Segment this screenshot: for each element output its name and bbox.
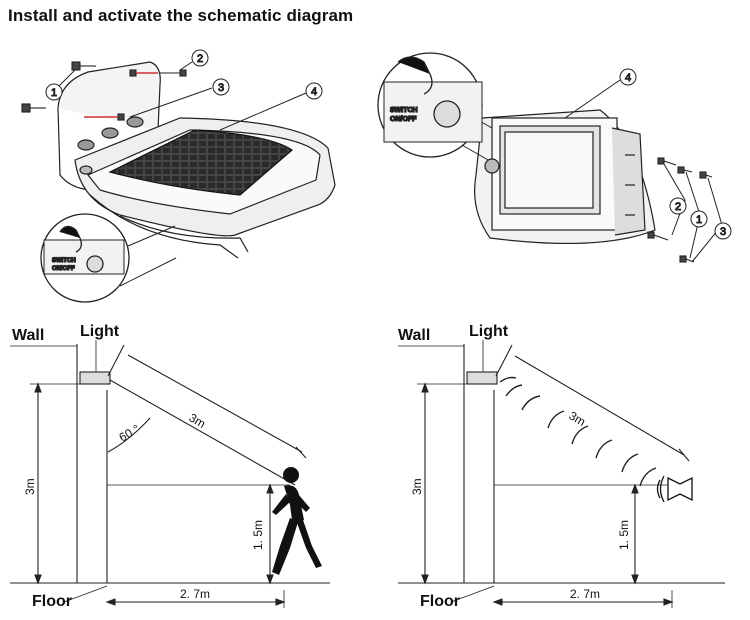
switch-magnifier-left: SWITCH ON/OFF <box>40 213 177 303</box>
mount-diagram-left <box>10 340 330 608</box>
switch-label-right: ON/OFF <box>390 116 417 123</box>
callout-label: 1 <box>51 87 57 99</box>
height-label-right: 3m <box>410 478 424 495</box>
beam-label-right: 3m <box>567 408 588 428</box>
switch-magnifier-right: SWITCH ON/OFF <box>377 52 493 161</box>
light-label-right: Light <box>469 323 509 340</box>
mount-height-left: 1. 5m <box>251 520 265 550</box>
callout-circle <box>212 78 230 96</box>
callout-circle <box>305 82 323 100</box>
callouts-left: 1 2 3 4 <box>45 49 323 131</box>
screw-icon <box>677 166 693 174</box>
screw-set-right <box>647 157 713 263</box>
callout-circle <box>690 210 708 228</box>
callout-label: 4 <box>311 86 317 98</box>
screw-icon <box>647 231 669 241</box>
mount-height-right: 1. 5m <box>617 520 631 550</box>
distance-right: 2. 7m <box>570 587 600 601</box>
callout-circle <box>619 68 637 86</box>
callout-label: 1 <box>696 214 702 226</box>
callout-circle <box>669 197 687 215</box>
callout-circle <box>191 49 209 67</box>
screw-icon <box>84 113 125 121</box>
screw-icon <box>129 69 158 77</box>
callout-label: 2 <box>197 53 203 65</box>
height-label-left: 3m <box>23 478 37 495</box>
callout-label: 3 <box>720 226 726 238</box>
callout-circle <box>45 83 63 101</box>
switch-label-left: ON/OFF <box>52 266 75 272</box>
callout-circle <box>714 222 732 240</box>
diagram-labels: Wall Light Floor 3m 3m 60 ° 1. 5m 2. 7m … <box>12 323 631 610</box>
distance-left: 2. 7m <box>180 587 210 601</box>
angle-label: 60 ° <box>117 422 143 445</box>
screw-icon <box>160 69 187 77</box>
screw-icon <box>71 61 96 71</box>
wall-label-right: Wall <box>398 327 430 344</box>
sound-sensor-icon <box>656 475 693 503</box>
light-label-left: Light <box>80 323 120 340</box>
light-unit-perspective <box>57 61 336 259</box>
diagram-title: Install and activate the schematic diagr… <box>8 6 354 25</box>
screw-icon <box>699 171 713 179</box>
beam-label-left: 3m <box>187 410 208 430</box>
mount-diagram-right <box>398 340 725 608</box>
screw-set-left <box>21 61 187 121</box>
running-person-icon <box>272 467 322 575</box>
screw-icon <box>679 255 695 263</box>
callout-label: 4 <box>625 72 631 84</box>
switch-label-left: SWITCH <box>52 258 76 264</box>
callout-label: 2 <box>675 201 681 213</box>
screw-icon <box>21 103 46 113</box>
screw-icon <box>657 157 677 166</box>
switch-label-right: SWITCH <box>390 107 418 114</box>
floor-label-left: Floor <box>32 593 72 610</box>
callouts-right: 4 2 1 3 <box>564 68 732 263</box>
wall-label-left: Wall <box>12 327 44 344</box>
callout-label: 3 <box>218 82 224 94</box>
light-unit-front <box>474 109 656 245</box>
floor-label-right: Floor <box>420 593 460 610</box>
